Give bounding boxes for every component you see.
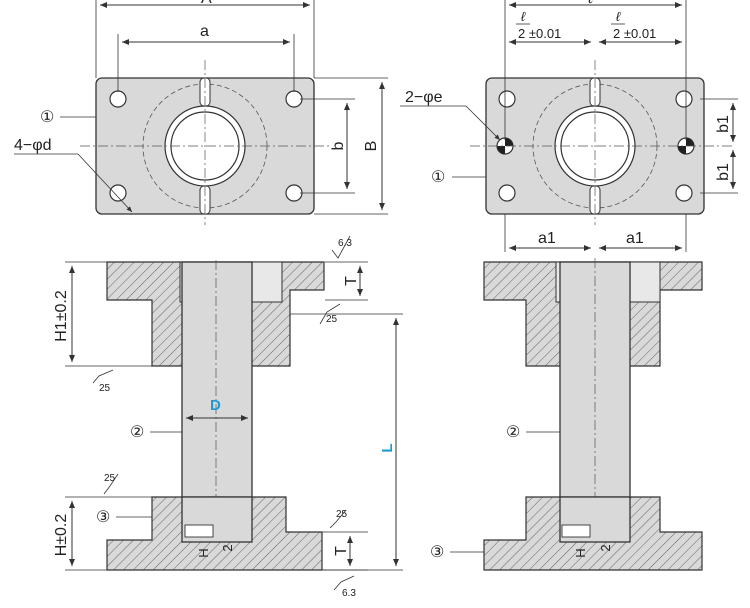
finish-mark-top: 6.3 [331, 235, 352, 259]
dim-a1-left: a1 [538, 230, 556, 247]
dim-b1-bottom: b1 [715, 163, 732, 181]
dim-l-label: ℓ [587, 0, 594, 7]
finish-mark-lower-right: 25 [329, 509, 348, 529]
svg-text:6.3: 6.3 [338, 238, 352, 249]
small-2-right: 2 [598, 544, 613, 551]
dowel-hole-left [496, 137, 514, 155]
dim-D: D [210, 397, 221, 414]
mount-hole-right-tr [675, 90, 693, 108]
callout-1-right: ① [431, 169, 445, 186]
callout-3-right: ③ [430, 544, 444, 561]
l-half-left-label: 2 ±0.01 [518, 26, 561, 41]
pin-right [561, 524, 591, 538]
dim-H: H±0.2 [53, 514, 70, 557]
small-2-left: 2 [220, 544, 235, 551]
post-left [181, 261, 253, 543]
small-H-right: H [573, 548, 588, 557]
svg-text:25: 25 [336, 509, 348, 520]
svg-text:6.3: 6.3 [342, 588, 356, 599]
mount-hole-right-bl [498, 184, 516, 202]
top-left-plan-view: A a b B ① 4−φd [14, 0, 388, 225]
dim-B-label: B [363, 141, 380, 152]
finish-mark-bottom: 6.3 [333, 575, 356, 599]
dim-A-label: A [201, 0, 212, 7]
mount-hole-left-br [285, 184, 303, 202]
callout-3-left: ③ [96, 509, 110, 526]
callout-2-left: ② [130, 424, 144, 441]
svg-text:25: 25 [99, 383, 111, 394]
finish-mark-lower-left: 25 [103, 473, 119, 495]
callout-1-left: ① [40, 109, 54, 126]
dim-b-label: b [330, 141, 347, 150]
top-right-plan-view: ℓ ℓ 2 ±0.01 ℓ 2 ±0.01 b1 b1 a1 a1 2−φe [400, 0, 738, 252]
svg-text:25: 25 [326, 314, 338, 325]
bottom-right-section-view: H 2 ② ③ [430, 258, 703, 571]
mount-hole-left-bl [109, 184, 127, 202]
mount-hole-right-tl [498, 90, 516, 108]
dim-L: L [379, 443, 396, 452]
callout-2-right: ② [506, 424, 520, 441]
mount-hole-left-tr [285, 90, 303, 108]
l-half-right-label: 2 ±0.01 [613, 26, 656, 41]
dim-H1: H1±0.2 [53, 290, 70, 342]
dim-b1-top: b1 [715, 115, 732, 133]
mount-hole-left-tl [109, 90, 127, 108]
l-half-left-num: ℓ [521, 9, 526, 24]
bottom-left-section-view: T H1±0.2 D L H±0.2 H 2 T ② [53, 235, 403, 599]
hole-d-label: 4−φd [14, 137, 52, 154]
hole-e-label: 2−φe [405, 89, 443, 106]
finish-mark-h1: 25 [92, 369, 114, 394]
pin-left [184, 524, 214, 538]
dim-a1-right: a1 [626, 230, 644, 247]
dim-T-bottom: T [333, 546, 350, 556]
l-half-right-num: ℓ [616, 9, 621, 24]
mount-hole-right-br [675, 184, 693, 202]
dim-a-label: a [200, 23, 209, 40]
finish-mark-under: 25 [319, 303, 341, 325]
small-H-left: H [196, 548, 211, 557]
dim-T-top: T [343, 276, 360, 286]
svg-text:25: 25 [104, 473, 116, 484]
